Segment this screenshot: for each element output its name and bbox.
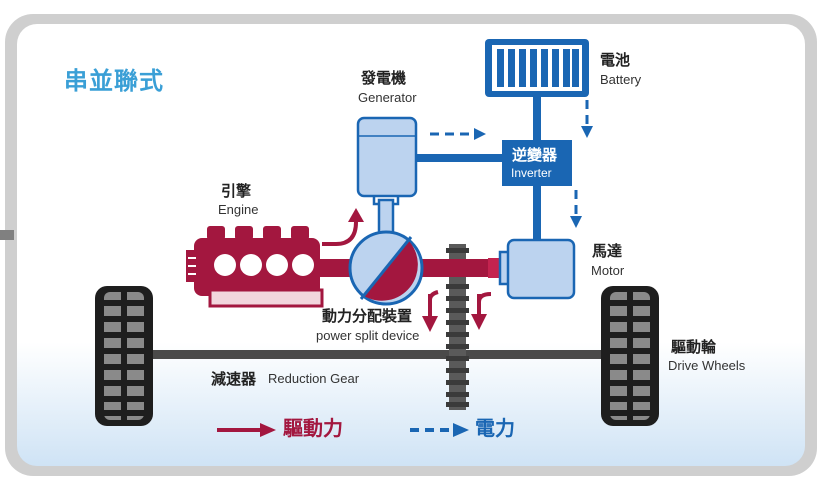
generator-label-zh: 發電機 xyxy=(361,69,407,87)
engine-label-en: Engine xyxy=(218,202,259,217)
motor-label-en: Motor xyxy=(591,263,625,278)
battery-label-en: Battery xyxy=(600,72,642,87)
drive-wheels-label-zh: 驅動輪 xyxy=(671,338,717,356)
reduction-gear-label-zh: 減速器 xyxy=(211,370,257,388)
inverter-label-zh: 逆變器 xyxy=(512,146,558,164)
axle xyxy=(148,350,608,359)
generator-shape xyxy=(356,116,418,238)
motor-shaft-cap xyxy=(488,258,502,278)
inverter-shape xyxy=(502,140,572,186)
battery-shape xyxy=(485,39,589,97)
motor-shape xyxy=(498,238,576,300)
legend-drive-label: 驅動力 xyxy=(283,416,343,440)
legend-drive-arrow xyxy=(217,423,276,437)
diagram-title: 串並聯式 xyxy=(64,67,164,95)
right-wheel xyxy=(601,286,659,426)
drive-flow-arrowheads xyxy=(348,208,487,332)
frame-tab xyxy=(0,230,14,240)
legend-electric-arrow xyxy=(410,423,469,437)
legend-electric-label: 電力 xyxy=(475,416,515,440)
engine-shape xyxy=(186,226,324,308)
engine-label-zh: 引擎 xyxy=(221,182,252,200)
power-split-shape xyxy=(348,230,424,306)
battery-label-zh: 電池 xyxy=(600,51,631,69)
left-wheel xyxy=(95,286,153,426)
reduction-gear-label-en: Reduction Gear xyxy=(268,371,360,386)
generator-label-en: Generator xyxy=(358,90,417,105)
motor-label-zh: 馬達 xyxy=(592,242,623,260)
drive-flow-arrows xyxy=(322,221,492,318)
inverter-label-en: Inverter xyxy=(511,166,552,180)
power-split-label-en: power split device xyxy=(316,328,420,343)
power-split-label-zh: 動力分配裝置 xyxy=(322,307,413,325)
electric-flow-arrows xyxy=(430,100,593,228)
drive-wheels-label-en: Drive Wheels xyxy=(668,358,746,373)
electrical-lines xyxy=(416,95,541,240)
